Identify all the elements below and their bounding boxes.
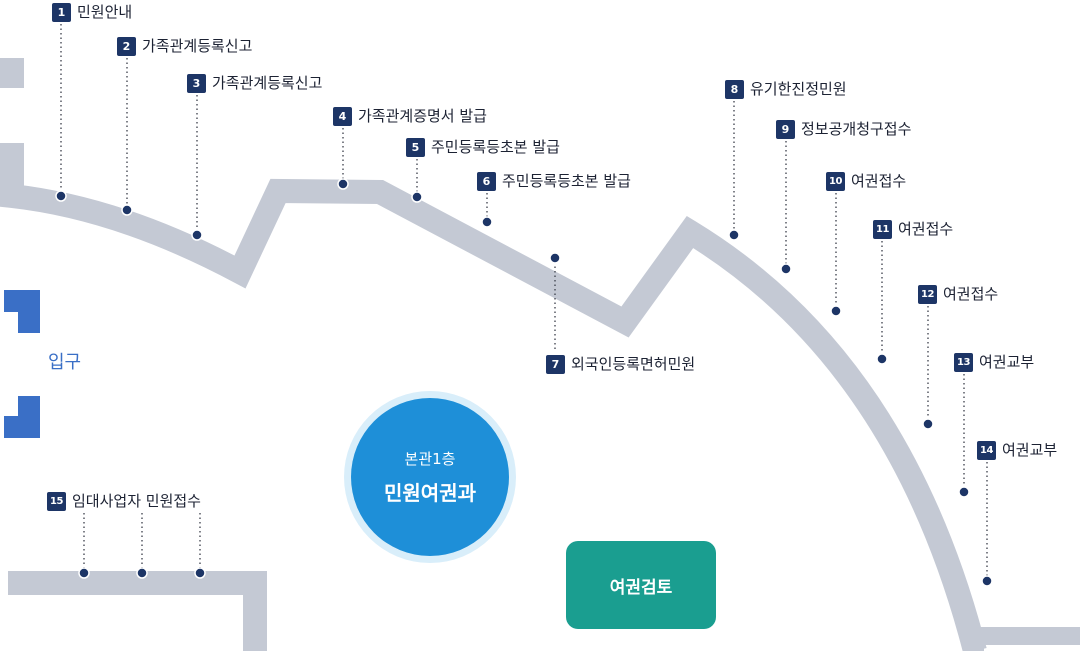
counter-3[interactable]: 3 가족관계등록신고 <box>187 74 322 93</box>
main-hall-circle: 본관1층 민원여권과 <box>351 398 509 556</box>
counter-5-label: 주민등록등초본 발급 <box>431 138 560 156</box>
counter-11-label: 여권접수 <box>898 220 954 238</box>
counter-5-badge: 5 <box>406 138 425 157</box>
counter-dot-4 <box>337 178 349 190</box>
counter-7[interactable]: 7 외국인등록면허민원 <box>546 355 695 374</box>
counter-10-label: 여권접수 <box>851 172 907 190</box>
counter-dot-7 <box>549 252 561 264</box>
counter-7-label: 외국인등록면허민원 <box>571 355 696 373</box>
entrance-label: 입구 <box>48 352 82 373</box>
counter-2-badge: 2 <box>117 37 136 56</box>
counter-15[interactable]: 15 임대사업자 민원접수 <box>47 492 201 511</box>
counter-15-badge: 15 <box>47 492 66 511</box>
counter-3-label: 가족관계등록신고 <box>212 74 323 92</box>
counter-9-label: 정보공개청구접수 <box>801 120 912 138</box>
counter-1-badge: 1 <box>52 3 71 22</box>
counter-14-label: 여권교부 <box>1002 441 1058 459</box>
counter-2-label: 가족관계등록신고 <box>142 37 253 55</box>
corridor-wall-bottom <box>8 571 267 651</box>
counter-8-badge: 8 <box>725 80 744 99</box>
counter-12-badge: 12 <box>918 285 937 304</box>
counter-8-label: 유기한진정민원 <box>750 80 847 98</box>
counter-13-badge: 13 <box>954 353 973 372</box>
counter-1-label: 민원안내 <box>77 3 133 21</box>
counter-3-badge: 3 <box>187 74 206 93</box>
counter-13[interactable]: 13 여권교부 <box>954 353 1034 372</box>
counter-4-badge: 4 <box>333 107 352 126</box>
counter-6-badge: 6 <box>477 172 496 191</box>
counter-dot-13 <box>958 486 970 498</box>
counter-13-label: 여권교부 <box>979 353 1035 371</box>
counter-9-badge: 9 <box>776 120 795 139</box>
counter-7-badge: 7 <box>546 355 565 374</box>
counter-dot-14 <box>981 575 993 587</box>
counter-14[interactable]: 14 여권교부 <box>977 441 1057 460</box>
corridor-wall <box>0 143 987 651</box>
counter-dot-15a <box>78 567 90 579</box>
hall-office-label: 민원여권과 <box>384 481 476 505</box>
wall-top-left <box>0 58 24 88</box>
counter-dot-1 <box>55 190 67 202</box>
counter-12-label: 여권접수 <box>943 285 999 303</box>
counter-dot-8 <box>728 229 740 241</box>
counter-12[interactable]: 12 여권접수 <box>918 285 998 304</box>
counter-11[interactable]: 11 여권접수 <box>873 220 953 239</box>
counter-6-label: 주민등록등초본 발급 <box>502 172 631 190</box>
entrance-block-top <box>4 290 40 333</box>
counter-dot-2 <box>121 204 133 216</box>
hall-floor-label: 본관1층 <box>404 450 456 468</box>
counter-4-label: 가족관계증명서 발급 <box>358 107 487 125</box>
counter-dot-10 <box>830 305 842 317</box>
counter-9[interactable]: 9 정보공개청구접수 <box>776 120 911 139</box>
counter-10-badge: 10 <box>826 172 845 191</box>
counter-10[interactable]: 10 여권접수 <box>826 172 906 191</box>
counter-dot-3 <box>191 229 203 241</box>
counter-dot-6 <box>481 216 493 228</box>
counter-11-badge: 11 <box>873 220 892 239</box>
counter-dot-15c <box>194 567 206 579</box>
counter-dot-9 <box>780 263 792 275</box>
counter-1[interactable]: 1 민원안내 <box>52 3 132 22</box>
passport-review-button[interactable]: 여권검토 <box>566 541 716 629</box>
counter-dot-12 <box>922 418 934 430</box>
counter-8[interactable]: 8 유기한진정민원 <box>725 80 847 99</box>
counter-15-label: 임대사업자 민원접수 <box>72 492 201 510</box>
counter-dot-5 <box>411 191 423 203</box>
corridor-wall-right <box>966 627 1080 651</box>
leader-lines <box>60 24 988 577</box>
counter-6[interactable]: 6 주민등록등초본 발급 <box>477 172 631 191</box>
counter-14-badge: 14 <box>977 441 996 460</box>
counter-2[interactable]: 2 가족관계등록신고 <box>117 37 252 56</box>
counter-4[interactable]: 4 가족관계증명서 발급 <box>333 107 487 126</box>
entrance-block-bottom <box>4 396 40 438</box>
counter-5[interactable]: 5 주민등록등초본 발급 <box>406 138 560 157</box>
counter-dot-15b <box>136 567 148 579</box>
counter-dot-11 <box>876 353 888 365</box>
counter-dots <box>55 178 993 587</box>
